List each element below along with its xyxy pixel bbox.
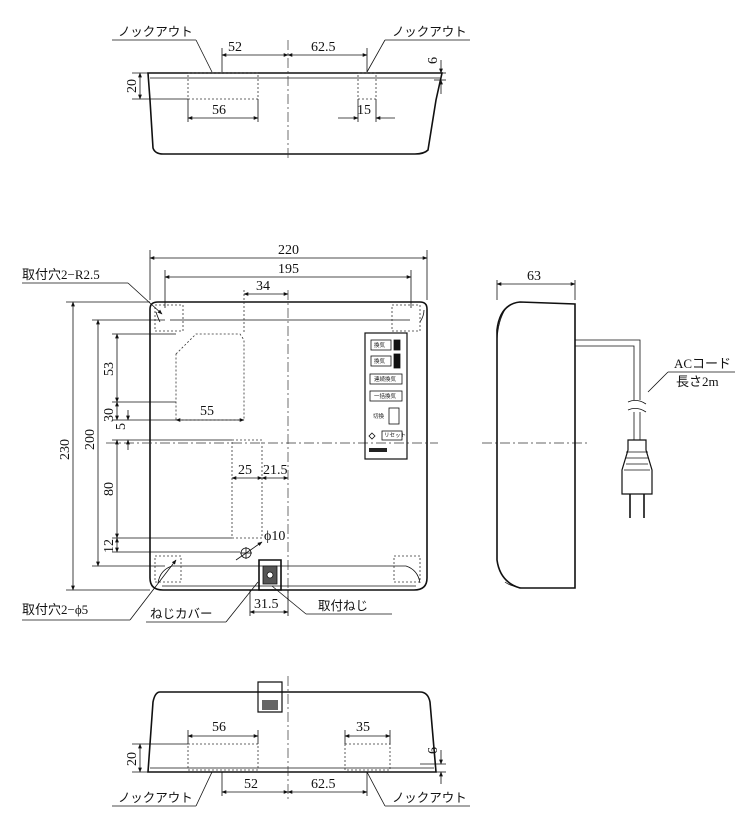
bottom-dim-35: 35: [356, 720, 370, 735]
front-dim-55: 55: [200, 404, 214, 419]
bottom-dim-62-5: 62.5: [311, 777, 336, 792]
bottom-view-outline: [147, 691, 437, 773]
panel-button-1[interactable]: [370, 339, 392, 351]
ac-cord-length: 長さ2m: [676, 374, 719, 389]
top-view-outline: [147, 72, 443, 155]
front-dim-5: 5: [114, 423, 129, 430]
front-dim-200: 200: [83, 429, 98, 450]
top-dim-6: 6: [426, 57, 441, 64]
bottom-knockout-right-label: ノックアウト: [392, 790, 467, 805]
front-dim-21-5: 21.5: [263, 463, 288, 478]
svg-text:連続換気: 連続換気: [374, 375, 397, 383]
svg-text:一括換気: 一括換気: [374, 392, 397, 400]
bottom-dim-56: 56: [212, 720, 226, 735]
mount-hole-r-label: 取付穴2−R2.5: [22, 267, 100, 282]
front-body-outline: [149, 301, 428, 591]
mount-hole-phi-label: 取付穴2−ϕ5: [22, 602, 88, 617]
top-dim-56: 56: [212, 103, 226, 118]
front-dim-30: 30: [102, 408, 117, 422]
side-dim-63: 63: [527, 269, 541, 284]
side-body-outline: [496, 301, 576, 589]
front-dim-12: 12: [102, 539, 117, 553]
front-dim-31-5: 31.5: [254, 597, 279, 612]
bottom-knockout-right: [344, 743, 391, 771]
top-view: 52 62.5 ノックアウト ノックアウト 20 6 56 15: [112, 24, 470, 160]
svg-text:切換: 切換: [373, 412, 385, 420]
front-dim-230: 230: [58, 439, 73, 460]
panel-button-2[interactable]: [370, 355, 392, 367]
top-knockout-left-label: ノックアウト: [118, 24, 193, 39]
bottom-dim-52: 52: [244, 777, 258, 792]
side-view: 63 ACコード 長さ2m: [496, 269, 735, 589]
bottom-dim-20: 20: [125, 752, 140, 766]
top-dim-52: 52: [228, 40, 242, 55]
front-dim-phi10: ϕ10: [264, 529, 285, 544]
svg-text:リセット: リセット: [384, 432, 406, 439]
front-dim-80: 80: [102, 482, 117, 496]
bottom-dim-6: 6: [426, 747, 441, 754]
screw-cover-label: ねじカバー: [150, 606, 213, 621]
front-dim-220: 220: [278, 243, 299, 258]
front-dim-25: 25: [238, 463, 252, 478]
top-dim-62-5: 62.5: [311, 40, 336, 55]
mount-screw-label: 取付ねじ: [318, 598, 368, 613]
top-knockout-left: [187, 72, 259, 100]
front-dim-195: 195: [278, 262, 299, 277]
ac-cord: [575, 339, 641, 400]
panel-button-3[interactable]: [369, 373, 403, 385]
top-knockout-right: [357, 72, 377, 100]
top-knockout-right-label: ノックアウト: [392, 24, 467, 39]
top-dim-20: 20: [125, 79, 140, 93]
control-panel: 換気 換気 連続換気 一括換気 切換 リセット: [364, 332, 408, 460]
svg-text:換気: 換気: [374, 357, 386, 365]
svg-text:換気: 換気: [374, 341, 386, 349]
bottom-knockout-left-label: ノックアウト: [118, 790, 193, 805]
top-dim-15: 15: [357, 103, 371, 118]
front-knockout-upper: [175, 333, 245, 421]
bottom-knockout-left: [187, 743, 259, 771]
panel-button-reset[interactable]: [381, 430, 403, 441]
front-dim-53: 53: [102, 362, 117, 376]
front-view: 換気 換気 連続換気 一括換気 切換 リセット ϕ10: [22, 243, 590, 623]
front-knockout-lower: [231, 439, 263, 539]
ac-cord-label: ACコード: [674, 356, 731, 371]
plug-icon: [621, 439, 653, 518]
panel-button-4[interactable]: [369, 390, 403, 402]
front-dim-34: 34: [256, 279, 270, 294]
screw-cover: [258, 559, 282, 591]
bottom-view: 56 35 20 6 52 62.5 ノックアウト ノックアウト: [112, 676, 470, 807]
